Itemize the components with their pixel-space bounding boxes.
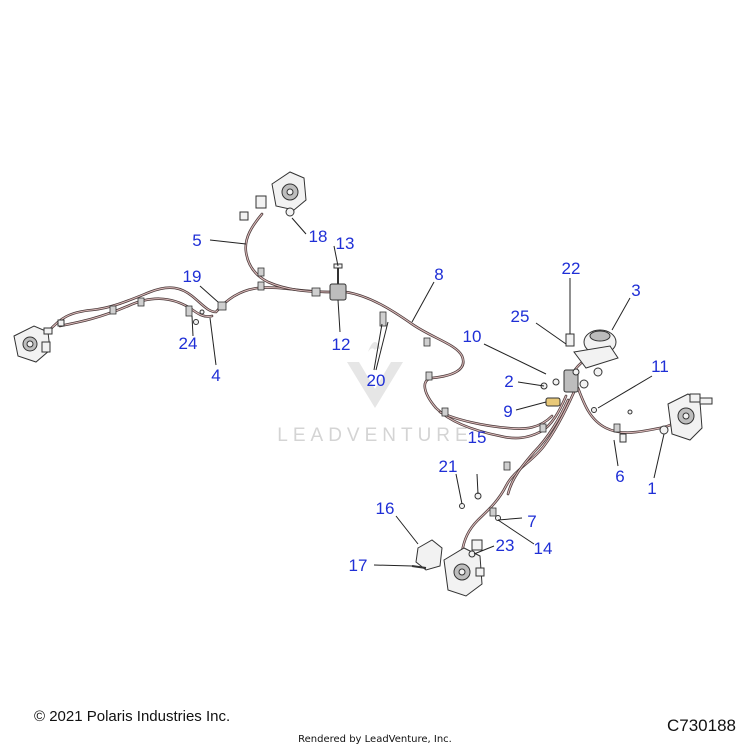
- callout-4: 4: [211, 366, 220, 385]
- rendered-by-credit: Rendered by LeadVenture, Inc.: [298, 734, 452, 745]
- brake-hoses: [46, 212, 688, 554]
- hose-clips: [109, 267, 621, 517]
- callout-16: 16: [376, 499, 395, 518]
- callout-15: 15: [468, 428, 487, 447]
- callout-13: 13: [336, 234, 355, 253]
- junction-block: [329, 263, 347, 301]
- callout-6: 6: [615, 467, 624, 486]
- callout-5: 5: [192, 231, 201, 250]
- callout-3: 3: [631, 281, 640, 300]
- callout-14: 14: [534, 539, 553, 558]
- diagram-id: C730188: [666, 716, 736, 735]
- callout-20: 20: [367, 371, 386, 390]
- callout-19: 19: [183, 267, 202, 286]
- left-brake-caliper: [13, 319, 65, 363]
- watermark-text: LEADVENTURE: [277, 425, 472, 446]
- callout-18: 18: [309, 227, 328, 246]
- proportioning-valve: [540, 368, 589, 407]
- copyright-notice: © 2021 Polaris Industries Inc.: [34, 708, 231, 725]
- upper-brake-caliper: [239, 171, 307, 221]
- brake-line-5: [244, 212, 334, 294]
- right-brake-caliper: [619, 393, 713, 443]
- callout-17: 17: [349, 556, 368, 575]
- master-cylinder: [565, 329, 619, 377]
- callout-2: 2: [504, 372, 513, 391]
- callout-1: 1: [647, 479, 656, 498]
- callout-22: 22: [562, 259, 581, 278]
- fasteners: [193, 309, 633, 558]
- watermark-logo-icon: [347, 342, 403, 408]
- callout-24: 24: [179, 334, 198, 353]
- callout-12: 12: [332, 335, 351, 354]
- leader-lines: [191, 217, 665, 567]
- callout-8: 8: [434, 265, 443, 284]
- callout-11: 11: [651, 357, 669, 376]
- leadventure-watermark: LEADVENTURE: [277, 342, 472, 446]
- callout-23: 23: [496, 536, 515, 555]
- callout-7: 7: [527, 512, 536, 531]
- callout-21: 21: [439, 457, 458, 476]
- callout-10: 10: [463, 327, 482, 346]
- callout-25: 25: [511, 307, 530, 326]
- lower-brake-caliper: [411, 539, 485, 597]
- callout-9: 9: [503, 402, 512, 421]
- brake-line-8: [344, 290, 568, 440]
- callout-labels: 1 2 3 4 5 6 7 8 9 10 11 12 13 14 15 16 1…: [179, 227, 669, 575]
